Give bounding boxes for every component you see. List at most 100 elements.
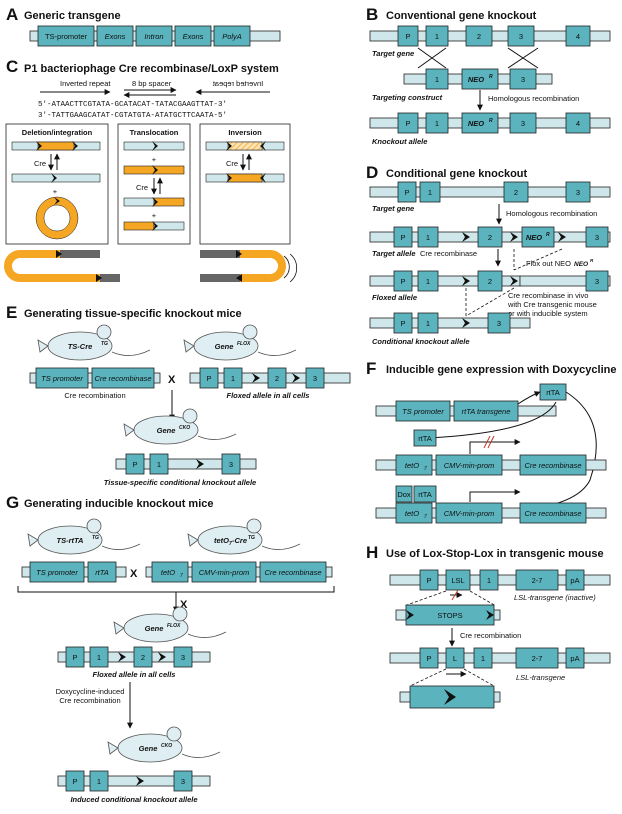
panel-letter-b: B xyxy=(366,5,378,24)
exon-box xyxy=(395,502,433,524)
exon-box xyxy=(89,646,109,668)
loxp-site xyxy=(260,141,266,151)
diagram-label: + xyxy=(53,187,58,196)
box-label: 3 xyxy=(521,75,525,84)
mouse-label: tetO xyxy=(214,536,229,545)
box-label: Exons xyxy=(105,32,126,41)
panel-title-b: Conventional gene knockout xyxy=(386,10,537,22)
box-label: 3 xyxy=(181,777,185,786)
panel-letter-g: G xyxy=(6,493,19,512)
dashed-guide xyxy=(465,287,515,317)
box-label: TS promoter xyxy=(41,374,83,383)
box-label: 1 xyxy=(481,654,485,663)
diagram-label: Target gene xyxy=(372,49,414,58)
loxp-site xyxy=(236,250,242,258)
mouse-label: 7 xyxy=(229,541,232,547)
box-label: 2 xyxy=(514,188,518,197)
exon-box xyxy=(435,502,503,524)
loxp-site xyxy=(56,250,62,258)
loxp-site xyxy=(152,165,158,175)
diagram-label: LSL-transgene (inactive) xyxy=(514,593,596,602)
mouse-label: -Cre xyxy=(232,536,247,545)
exon-box xyxy=(413,429,437,447)
exon-box xyxy=(435,454,503,476)
strand xyxy=(369,317,531,329)
cross-symbol: X xyxy=(180,599,188,611)
loxp-site xyxy=(236,274,242,282)
panel-title-d: Conditional gene knockout xyxy=(386,168,528,180)
intron-box xyxy=(135,25,173,47)
exon-box xyxy=(425,112,449,134)
box-label: 3 xyxy=(595,233,599,242)
diagram-label: Floxed allele xyxy=(372,293,417,302)
box-label: R xyxy=(489,118,493,124)
dna-segment xyxy=(153,197,185,207)
exon-box xyxy=(397,112,419,134)
exon-box xyxy=(419,181,441,203)
exon-box xyxy=(149,453,169,475)
box-label: LSL xyxy=(451,576,464,585)
box-label: CMV-min-prom xyxy=(199,568,250,577)
box-label: Dox xyxy=(397,490,411,499)
mouse-illustration xyxy=(187,518,301,555)
diagram-label: + xyxy=(152,155,157,164)
exon-box xyxy=(445,647,465,669)
dna-segment xyxy=(227,141,263,151)
exon-box xyxy=(65,646,85,668)
loxp-site xyxy=(152,197,158,207)
panel-title-a: Generic transgene xyxy=(24,10,121,22)
box-label: P xyxy=(72,653,77,662)
dna-segment xyxy=(37,141,75,151)
box-label: 3 xyxy=(313,374,317,383)
exon-box xyxy=(503,181,529,203)
exon-box xyxy=(151,561,189,583)
diagram-label: Cre recombination xyxy=(59,696,120,705)
box-label: P xyxy=(426,654,431,663)
ts-promoter-box xyxy=(37,25,95,47)
diagram-label: Doxycycline-induced xyxy=(56,687,125,696)
exons-box xyxy=(96,25,134,47)
sequence-text: 3'-TATTGAAGCATAT-CGTATGTA-ATATGCTTCAATA-… xyxy=(38,112,227,120)
strand xyxy=(389,652,611,664)
dna-segment xyxy=(123,141,185,151)
box-label: rtTA xyxy=(546,388,560,397)
mouse-label: CKO xyxy=(161,743,172,749)
box-label: TS promoter xyxy=(36,568,78,577)
box-label: 2 xyxy=(477,32,481,41)
exon-box xyxy=(223,367,243,389)
box-label: TS promoter xyxy=(402,407,444,416)
exon-box xyxy=(585,226,609,248)
diagram-label: + xyxy=(152,211,157,220)
loxp-site xyxy=(158,652,166,662)
strand xyxy=(369,186,611,198)
box-label: 1 xyxy=(435,75,439,84)
dna-segment xyxy=(123,165,185,175)
exon-box xyxy=(487,312,511,334)
mouse-label: TG xyxy=(101,341,108,347)
panel-letter-c: C xyxy=(6,57,18,76)
exon-box xyxy=(479,569,499,591)
dashed-guide xyxy=(403,590,447,607)
exon-box xyxy=(305,367,325,389)
dashed-guide xyxy=(409,668,447,687)
exon-box xyxy=(395,454,433,476)
panel-title-h: Use of Lox-Stop-Lox in transgenic mouse xyxy=(386,548,604,560)
exon-box xyxy=(87,561,117,583)
exon-box xyxy=(133,646,153,668)
exon-box xyxy=(425,68,449,90)
diagram-label: or with inducible system xyxy=(508,309,588,318)
mouse-label: Gene xyxy=(215,342,234,351)
process-arrow xyxy=(469,439,521,454)
loxp-site xyxy=(406,610,414,620)
box-label: 1 xyxy=(435,32,439,41)
diagram-label: Inversion xyxy=(228,128,262,137)
box-label: 3 xyxy=(595,277,599,286)
diagram-label: R xyxy=(590,258,594,263)
box-label: 2-7 xyxy=(532,576,543,585)
box-label: P xyxy=(400,233,405,242)
box-label: 4 xyxy=(576,119,580,128)
exon-box xyxy=(393,270,413,292)
diagram-label: Cre recombination xyxy=(64,391,125,400)
box-label: P xyxy=(206,374,211,383)
cross-symbol: X xyxy=(130,568,138,580)
